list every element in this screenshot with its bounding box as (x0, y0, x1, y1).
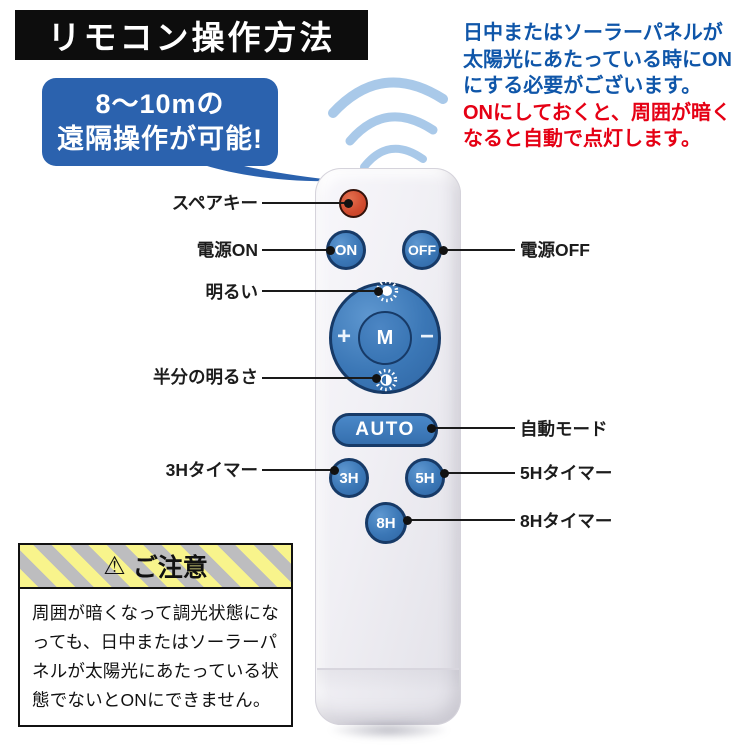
label-bright: 明るい (205, 282, 259, 302)
minus-button[interactable]: − (419, 323, 434, 350)
remote-control: ON OFF M + − AUTO 3H 5H 8H (315, 168, 461, 725)
power-on-button[interactable]: ON (326, 230, 366, 270)
callout-dot (403, 516, 412, 525)
range-line2: 遠隔操作が可能! (57, 124, 263, 154)
power-off-button[interactable]: OFF (402, 230, 442, 270)
caution-box: ⚠ ご注意 周囲が暗くなって調光状態になっても、日中またはソーラーパネルが太陽光… (18, 543, 293, 727)
remote-battery-cover (317, 668, 459, 723)
warning-icon: ⚠ (103, 551, 126, 580)
note-blue-line: 日中またはソーラーパネルが (463, 22, 723, 44)
page-title: リモコン操作方法 (15, 10, 368, 60)
caution-header: ⚠ ご注意 (20, 545, 291, 589)
label-power-off: 電源OFF (520, 240, 590, 260)
callout-dot (439, 246, 448, 255)
mode-button[interactable]: M (358, 311, 412, 365)
callout-dot (374, 287, 383, 296)
remote-drop-shadow (328, 720, 450, 740)
label-spare-key: スペアキー (171, 193, 258, 213)
note-red-line: なると自動で点灯します。 (463, 128, 701, 150)
callout-line (262, 469, 336, 471)
note-blue-line: 太陽光にあたっている時にON (463, 48, 732, 71)
auto-button[interactable]: AUTO (332, 413, 438, 447)
label-timer-3h: 3Hタイマー (165, 460, 258, 480)
callout-line (262, 290, 380, 292)
callout-line (262, 202, 350, 204)
callout-dot (326, 246, 335, 255)
usage-note: 日中またはソーラーパネルが 太陽光にあたっている時にON にする必要がございます… (463, 20, 732, 153)
note-red-line: ONにしておくと、周囲が暗く (463, 101, 731, 124)
callout-dot (344, 199, 353, 208)
note-blue-line: にする必要がございます。 (463, 75, 702, 97)
callout-dot (440, 469, 449, 478)
callout-line (262, 377, 377, 379)
caution-text: 周囲が暗くなって調光状態になっても、日中またはソーラーパネルが太陽光にあたってい… (32, 603, 279, 710)
callout-dot (330, 466, 339, 475)
callout-line (444, 249, 515, 251)
label-half-bright: 半分の明るさ (153, 367, 258, 387)
label-auto-mode: 自動モード (520, 419, 608, 439)
plus-button[interactable]: + (336, 323, 351, 350)
callout-dot (372, 374, 381, 383)
label-timer-5h: 5Hタイマー (520, 463, 613, 483)
callout-line (432, 427, 515, 429)
callout-line (262, 249, 332, 251)
range-line1: 8〜10mの (95, 89, 225, 119)
label-power-on: 電源ON (196, 240, 258, 260)
callout-line (408, 519, 515, 521)
callout-line (445, 472, 515, 474)
caution-title: ご注意 (132, 554, 208, 582)
range-callout-bubble: 8〜10mの 遠隔操作が可能! (42, 78, 278, 166)
callout-dot (427, 424, 436, 433)
signal-waves-icon (328, 77, 448, 171)
timer-3h-button[interactable]: 3H (329, 458, 369, 498)
label-timer-8h: 8Hタイマー (520, 511, 613, 531)
timer-8h-button[interactable]: 8H (365, 502, 407, 544)
timer-5h-button[interactable]: 5H (405, 458, 445, 498)
